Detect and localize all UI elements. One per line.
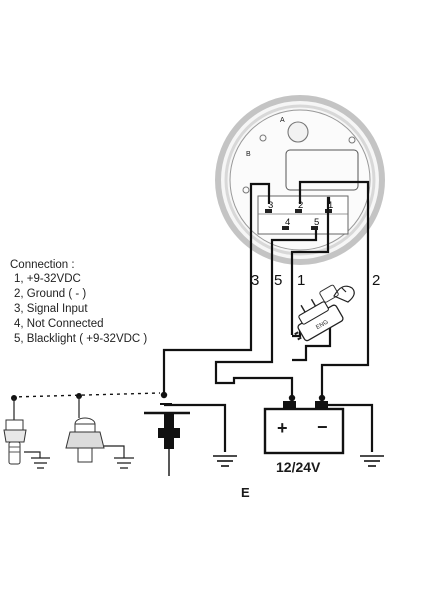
battery-plus-sign: + bbox=[277, 418, 288, 438]
ground-symbol-battery bbox=[360, 455, 384, 467]
connection-legend: Connection : 1, +9-32VDC 2, Ground ( - )… bbox=[10, 259, 147, 345]
footer-letter: E bbox=[241, 485, 250, 500]
ground-symbol-oil bbox=[104, 445, 134, 469]
battery-minus-sign: − bbox=[317, 417, 328, 437]
legend-item-1: 1, +9-32VDC bbox=[14, 273, 81, 285]
wire-5-backlight bbox=[214, 230, 318, 398]
wire-label-5: 5 bbox=[274, 272, 282, 289]
junctions bbox=[11, 391, 326, 402]
legend-item-4: 4, Not Connected bbox=[14, 318, 104, 330]
ground-symbol-temp bbox=[24, 451, 50, 469]
wire-3-signal bbox=[162, 182, 271, 395]
gauge-letter-a: A bbox=[280, 117, 285, 124]
wires bbox=[11, 180, 374, 452]
wire-battery-ground bbox=[322, 403, 374, 452]
legend-title: Connection : bbox=[10, 259, 75, 271]
gauge-back-view: A B 3 2 1 4 5 bbox=[215, 95, 385, 265]
ground-symbol-gauge bbox=[213, 455, 237, 467]
pin-label-2: 2 bbox=[298, 200, 303, 211]
wire-label-3: 3 bbox=[251, 272, 259, 289]
wire-2-ground bbox=[298, 180, 370, 398]
wire-1-positive bbox=[290, 196, 331, 335]
pin-label-1: 1 bbox=[328, 200, 333, 211]
legend-item-3: 3, Signal Input bbox=[14, 303, 88, 315]
oil-pressure-sender bbox=[65, 396, 105, 463]
gauge-letter-b: B bbox=[246, 151, 251, 158]
fuse-element bbox=[144, 403, 190, 476]
ignition-switch-label: ENG bbox=[315, 319, 330, 331]
ignition-key-icon bbox=[333, 285, 355, 303]
mounting-hole-a bbox=[287, 121, 309, 143]
legend-item-2: 2, Ground ( - ) bbox=[14, 288, 86, 300]
wire-sender-link bbox=[11, 392, 161, 398]
terminal-block bbox=[257, 195, 349, 235]
pin-label-4: 4 bbox=[285, 217, 290, 228]
battery: + − 12/24V bbox=[263, 401, 345, 475]
legend-item-5: 5, Blacklight ( +9-32VDC ) bbox=[14, 333, 147, 345]
gauge-label-plate bbox=[285, 149, 359, 191]
wire-gauge-ground bbox=[164, 403, 227, 452]
pin-label-5: 5 bbox=[314, 217, 319, 228]
wire-label-2: 2 bbox=[372, 272, 380, 289]
temperature-sender bbox=[3, 398, 27, 465]
wire-label-1: 1 bbox=[297, 272, 305, 289]
battery-voltage-label: 12/24V bbox=[276, 459, 321, 475]
ignition-switch: ENG bbox=[294, 284, 344, 342]
pin-label-3: 3 bbox=[268, 200, 273, 211]
